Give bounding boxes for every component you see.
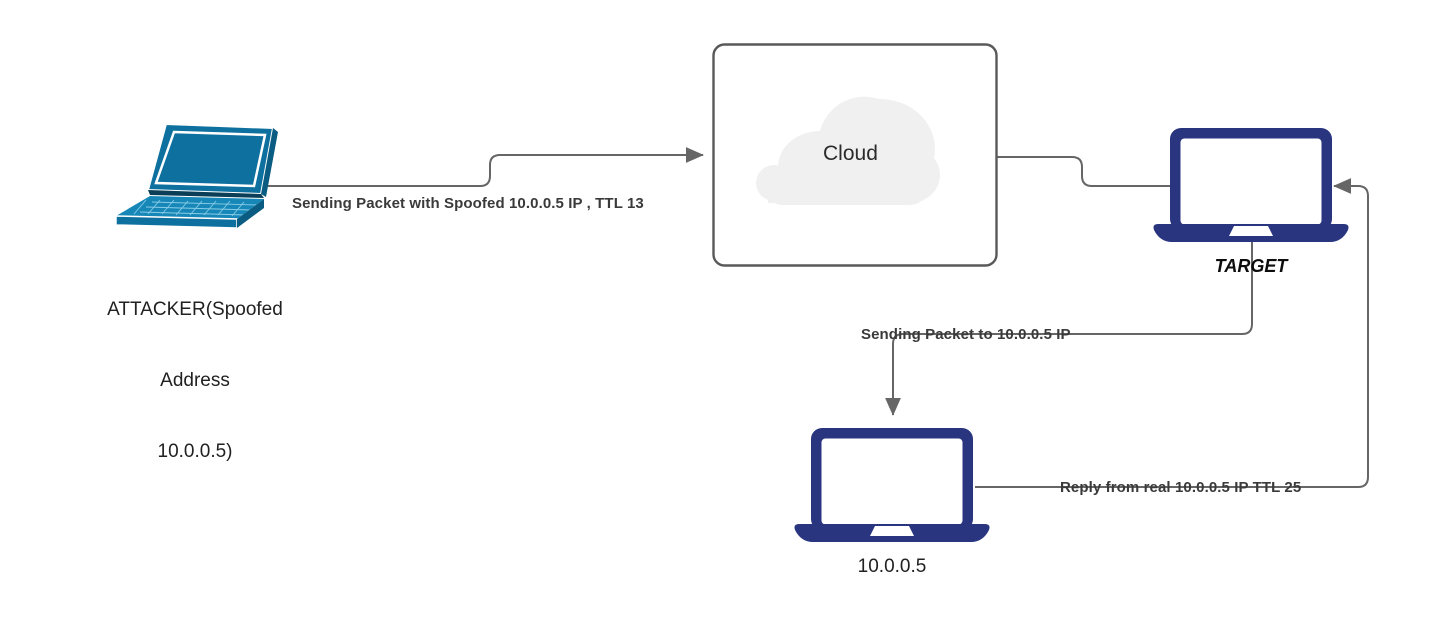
laptop-front-icon <box>1153 128 1349 242</box>
edge-attacker-to-cloud <box>262 147 704 187</box>
edge-label-victim-to-target: Reply from real 10.0.0.5 IP TTL 25 <box>1060 479 1302 496</box>
target-label: TARGET <box>1214 256 1288 276</box>
cloud-label: Cloud <box>823 142 878 165</box>
attacker-label-line-3: 10.0.0.5) <box>157 441 233 462</box>
attacker-label-line-1: ATTACKER(Spoofed <box>107 298 283 320</box>
laptop-isometric-icon <box>115 122 278 229</box>
node-attacker[interactable] <box>108 118 278 230</box>
node-target[interactable] <box>1152 126 1350 244</box>
edge-cloud-to-target <box>996 156 1170 187</box>
attacker-label: ATTACKER(Spoofed Address 10.0.0.5) <box>60 250 330 511</box>
node-victim[interactable] <box>793 426 991 544</box>
attacker-label-line-2: Address <box>160 369 230 391</box>
laptop-front-icon <box>794 428 990 542</box>
node-cloud[interactable] <box>712 43 998 272</box>
edge-label-target-to-victim: Sending Packet to 10.0.0.5 IP <box>861 326 1071 343</box>
edge-label-attacker-to-cloud: Sending Packet with Spoofed 10.0.0.5 IP … <box>292 195 644 212</box>
cloud-icon <box>756 96 940 205</box>
victim-label: 10.0.0.5 <box>857 556 927 577</box>
cloud-container <box>712 43 998 267</box>
